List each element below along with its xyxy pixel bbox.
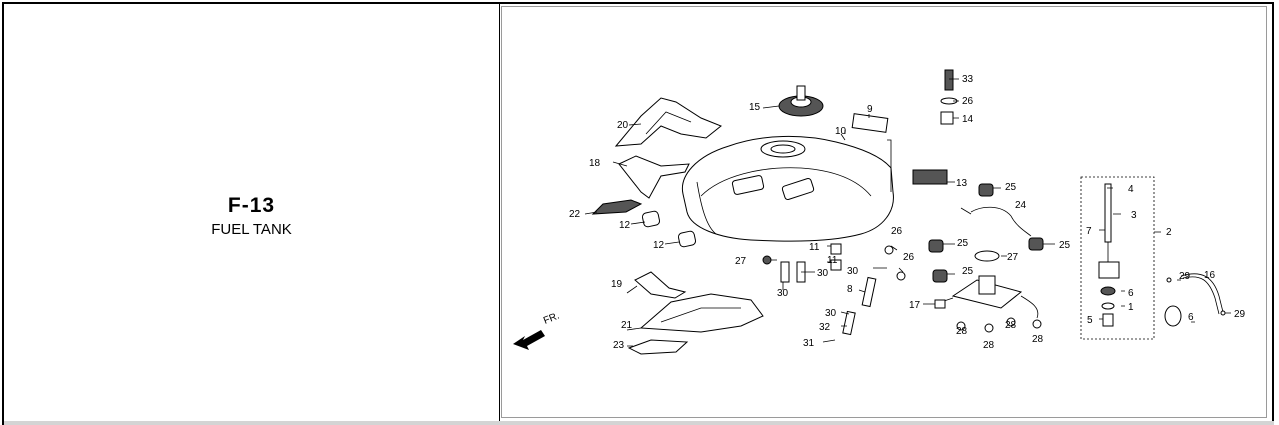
callout-7: 7 (1086, 226, 1092, 237)
callout-13: 13 (956, 178, 968, 189)
bottom-rule (4, 421, 1274, 425)
callout-6b: 6 (1188, 312, 1194, 323)
callout-11: 11 (809, 242, 820, 253)
callout-6: 6 (1128, 288, 1134, 299)
callout-4: 4 (1128, 184, 1134, 195)
cover-20 (614, 97, 722, 147)
callout-22: 22 (569, 209, 581, 220)
callout-30d: 30 (825, 308, 837, 319)
callout-23: 23 (613, 340, 625, 351)
callout-14: 14 (962, 114, 974, 125)
callout-10: 10 (835, 126, 847, 137)
callout-12b: 12 (653, 240, 665, 251)
callout-24: 24 (1015, 200, 1027, 211)
callout-18: 18 (589, 158, 601, 169)
callout-30c: 30 (847, 266, 859, 277)
callout-33: 33 (962, 74, 974, 85)
section-title: FUEL TANK (211, 221, 292, 238)
callout-29b: 29 (1234, 309, 1246, 320)
callout-1: 1 (1128, 302, 1134, 313)
callout-3: 3 (1131, 210, 1137, 221)
direction-label: FR. (542, 311, 561, 327)
callout-17: 17 (909, 300, 921, 311)
callout-15: 15 (749, 102, 761, 113)
front-arrow (513, 330, 545, 350)
callout-25b: 25 (957, 238, 969, 249)
callout-26: 26 (962, 96, 974, 107)
callout-25d: 25 (962, 266, 974, 277)
callout-16: 16 (1204, 270, 1216, 281)
callout-28b: 28 (983, 340, 995, 351)
callout-11b: 11 (827, 255, 838, 266)
callout-9: 9 (867, 104, 873, 115)
exploded-parts-diagram: FR. 33 26 14 9 10 15 20 18 22 (513, 69, 1246, 355)
section-code: F-13 (227, 194, 276, 217)
callout-27b: 27 (735, 256, 747, 267)
callout-28c: 28 (1005, 320, 1017, 331)
callout-32: 32 (819, 322, 831, 333)
callout-28: 28 (956, 326, 968, 337)
callout-20: 20 (617, 120, 629, 131)
callout-31: 31 (803, 338, 815, 349)
callout-19: 19 (611, 279, 623, 290)
callout-28d: 28 (1032, 334, 1044, 345)
callout-5: 5 (1087, 315, 1093, 326)
callout-30: 30 (817, 268, 829, 279)
callout-29: 29 (1179, 271, 1191, 282)
diagram-cell (501, 6, 1267, 418)
callout-27: 27 (1007, 252, 1019, 263)
callout-25: 25 (1005, 182, 1017, 193)
cover-21 (639, 293, 764, 333)
callout-26c: 26 (903, 252, 915, 263)
callout-2: 2 (1166, 227, 1172, 238)
callout-25c: 25 (1059, 240, 1071, 251)
callout-8: 8 (847, 284, 853, 295)
section-cell: F-13 FUEL TANK (4, 4, 499, 423)
cell-divider (499, 4, 500, 423)
callout-21: 21 (621, 320, 633, 331)
callout-12: 12 (619, 220, 631, 231)
callout-30b: 30 (777, 288, 789, 299)
callout-26b: 26 (891, 226, 903, 237)
